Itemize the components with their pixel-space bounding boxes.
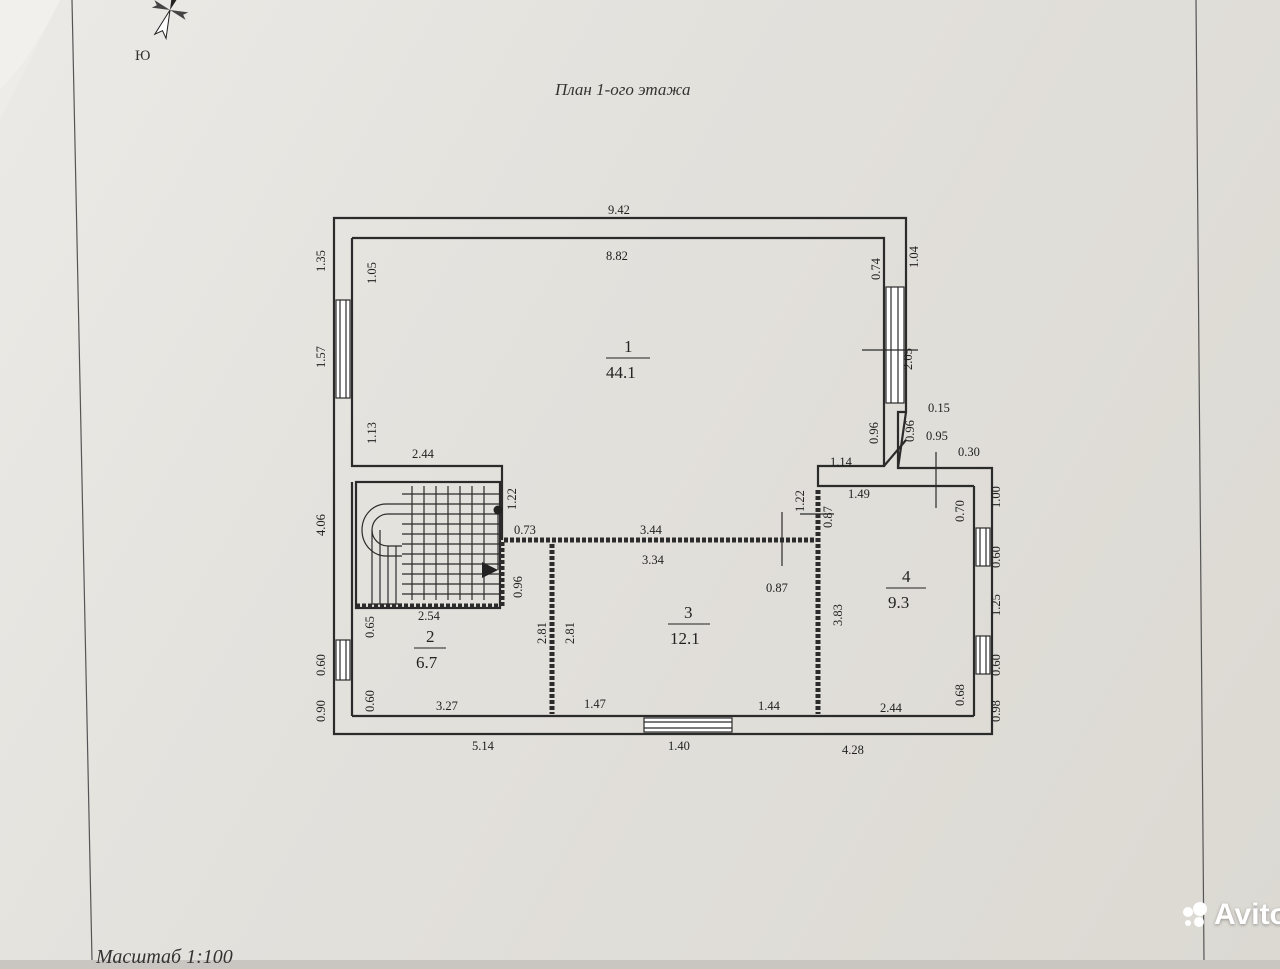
dim-3-44: 3.44 [640,523,663,537]
dim-left-0-90: 0.90 [314,700,328,722]
room-1-number: 1 [624,337,633,356]
room-1: 1 44.1 [606,337,650,382]
frame-left-line [71,0,93,960]
room-2-area: 6.7 [416,653,438,672]
windows [335,286,991,733]
avito-watermark: Avito [1180,898,1280,932]
dim-0-96-diag: 0.96 [903,420,917,442]
dim-3-27: 3.27 [436,699,458,713]
dim-0-73: 0.73 [514,523,536,537]
dim-r4-0-60a: 0.60 [989,546,1003,568]
dim-3-83: 3.83 [831,604,845,626]
dim-0-96-stair: 0.96 [511,576,525,598]
dim-0-15: 0.15 [928,401,950,415]
dim-r4-1-00: 1.00 [989,486,1003,508]
dim-1-14: 1.14 [830,455,853,469]
dim-2-54: 2.54 [418,609,441,623]
dim-ri-0-96: 0.96 [867,422,881,444]
dim-0-95: 0.95 [926,429,948,443]
dim-top-outer: 9.42 [608,203,630,217]
dim-r4-0-68: 0.68 [953,684,967,706]
dim-0-87-top: 0.87 [821,506,835,528]
room-2: 2 6.7 [414,627,446,672]
paper-edge-shadow [0,0,60,120]
dim-2-44-top: 2.44 [412,447,435,461]
room-4: 4 9.3 [886,567,926,612]
dim-right-2-05: 2.05 [901,348,915,370]
dim-0-30: 0.30 [958,445,980,459]
dim-2-81-left: 2.81 [535,622,549,644]
avito-wordmark: Avito [1214,898,1280,931]
room-3: 3 12.1 [668,603,710,648]
dim-1-44: 1.44 [758,699,781,713]
dim-r4-0-60b: 0.60 [989,654,1003,676]
dim-1-47: 1.47 [584,697,606,711]
room-2-number: 2 [426,627,435,646]
room-3-area: 12.1 [670,629,700,648]
scale-note: Масштаб 1:100 [96,946,233,968]
dim-3-34: 3.34 [642,553,665,567]
dim-1-40: 1.40 [668,739,690,753]
dim-4-28: 4.28 [842,743,864,757]
dim-left-0-60: 0.60 [314,654,328,676]
window-right-top [885,286,905,404]
room-3-number: 3 [684,603,693,622]
dim-0-70: 0.70 [953,500,967,522]
dim-r4-0-98: 0.98 [989,700,1003,722]
frame-right-line [1195,0,1205,960]
dim-li-1-13: 1.13 [365,422,379,444]
dim-2-44-bottom: 2.44 [880,701,903,715]
room-1-area: 44.1 [606,363,636,382]
dim-right-1-04: 1.04 [907,245,921,268]
dim-5-14: 5.14 [472,739,495,753]
dim-li-0-60: 0.60 [363,690,377,712]
window-left-bottom [335,639,351,681]
dim-left-1-57: 1.57 [314,346,328,368]
dim-top-inner: 8.82 [606,249,628,263]
room-4-number: 4 [902,567,911,586]
stair-arrow-icon [482,562,498,578]
room-4-area: 9.3 [888,593,909,612]
dim-0-87-mid: 0.87 [766,581,788,595]
window-right-1 [975,527,991,567]
window-left-top [335,299,351,399]
dim-1-49: 1.49 [848,487,870,501]
page-title: План 1-ого этажа [555,80,691,99]
dim-ri-0-74: 0.74 [869,257,883,280]
partitions [356,490,821,714]
dim-2-81-right: 2.81 [563,622,577,644]
dim-1-22-right: 1.22 [793,490,807,512]
dim-1-22-left: 1.22 [505,488,519,510]
room-labels: 1 44.1 2 6.7 3 12.1 4 9.3 [414,337,926,672]
dim-li-0-65: 0.65 [363,616,377,638]
section-lines [781,349,937,566]
compass-south-label: Ю [135,48,151,64]
dim-r4-1-25: 1.25 [989,594,1003,616]
avito-logo-icon [1183,902,1207,927]
dim-left-1-35: 1.35 [314,250,328,272]
window-right-2 [975,635,991,675]
dimension-labels: 9.42 8.82 1.35 1.57 4.06 0.60 0.90 1.05 … [314,203,1003,757]
dim-li-1-05: 1.05 [365,262,379,284]
dim-left-4-06: 4.06 [314,514,328,536]
window-bottom [643,717,733,733]
staircase [361,486,500,605]
compass-icon [151,0,189,41]
stair-start-dot [493,505,503,515]
